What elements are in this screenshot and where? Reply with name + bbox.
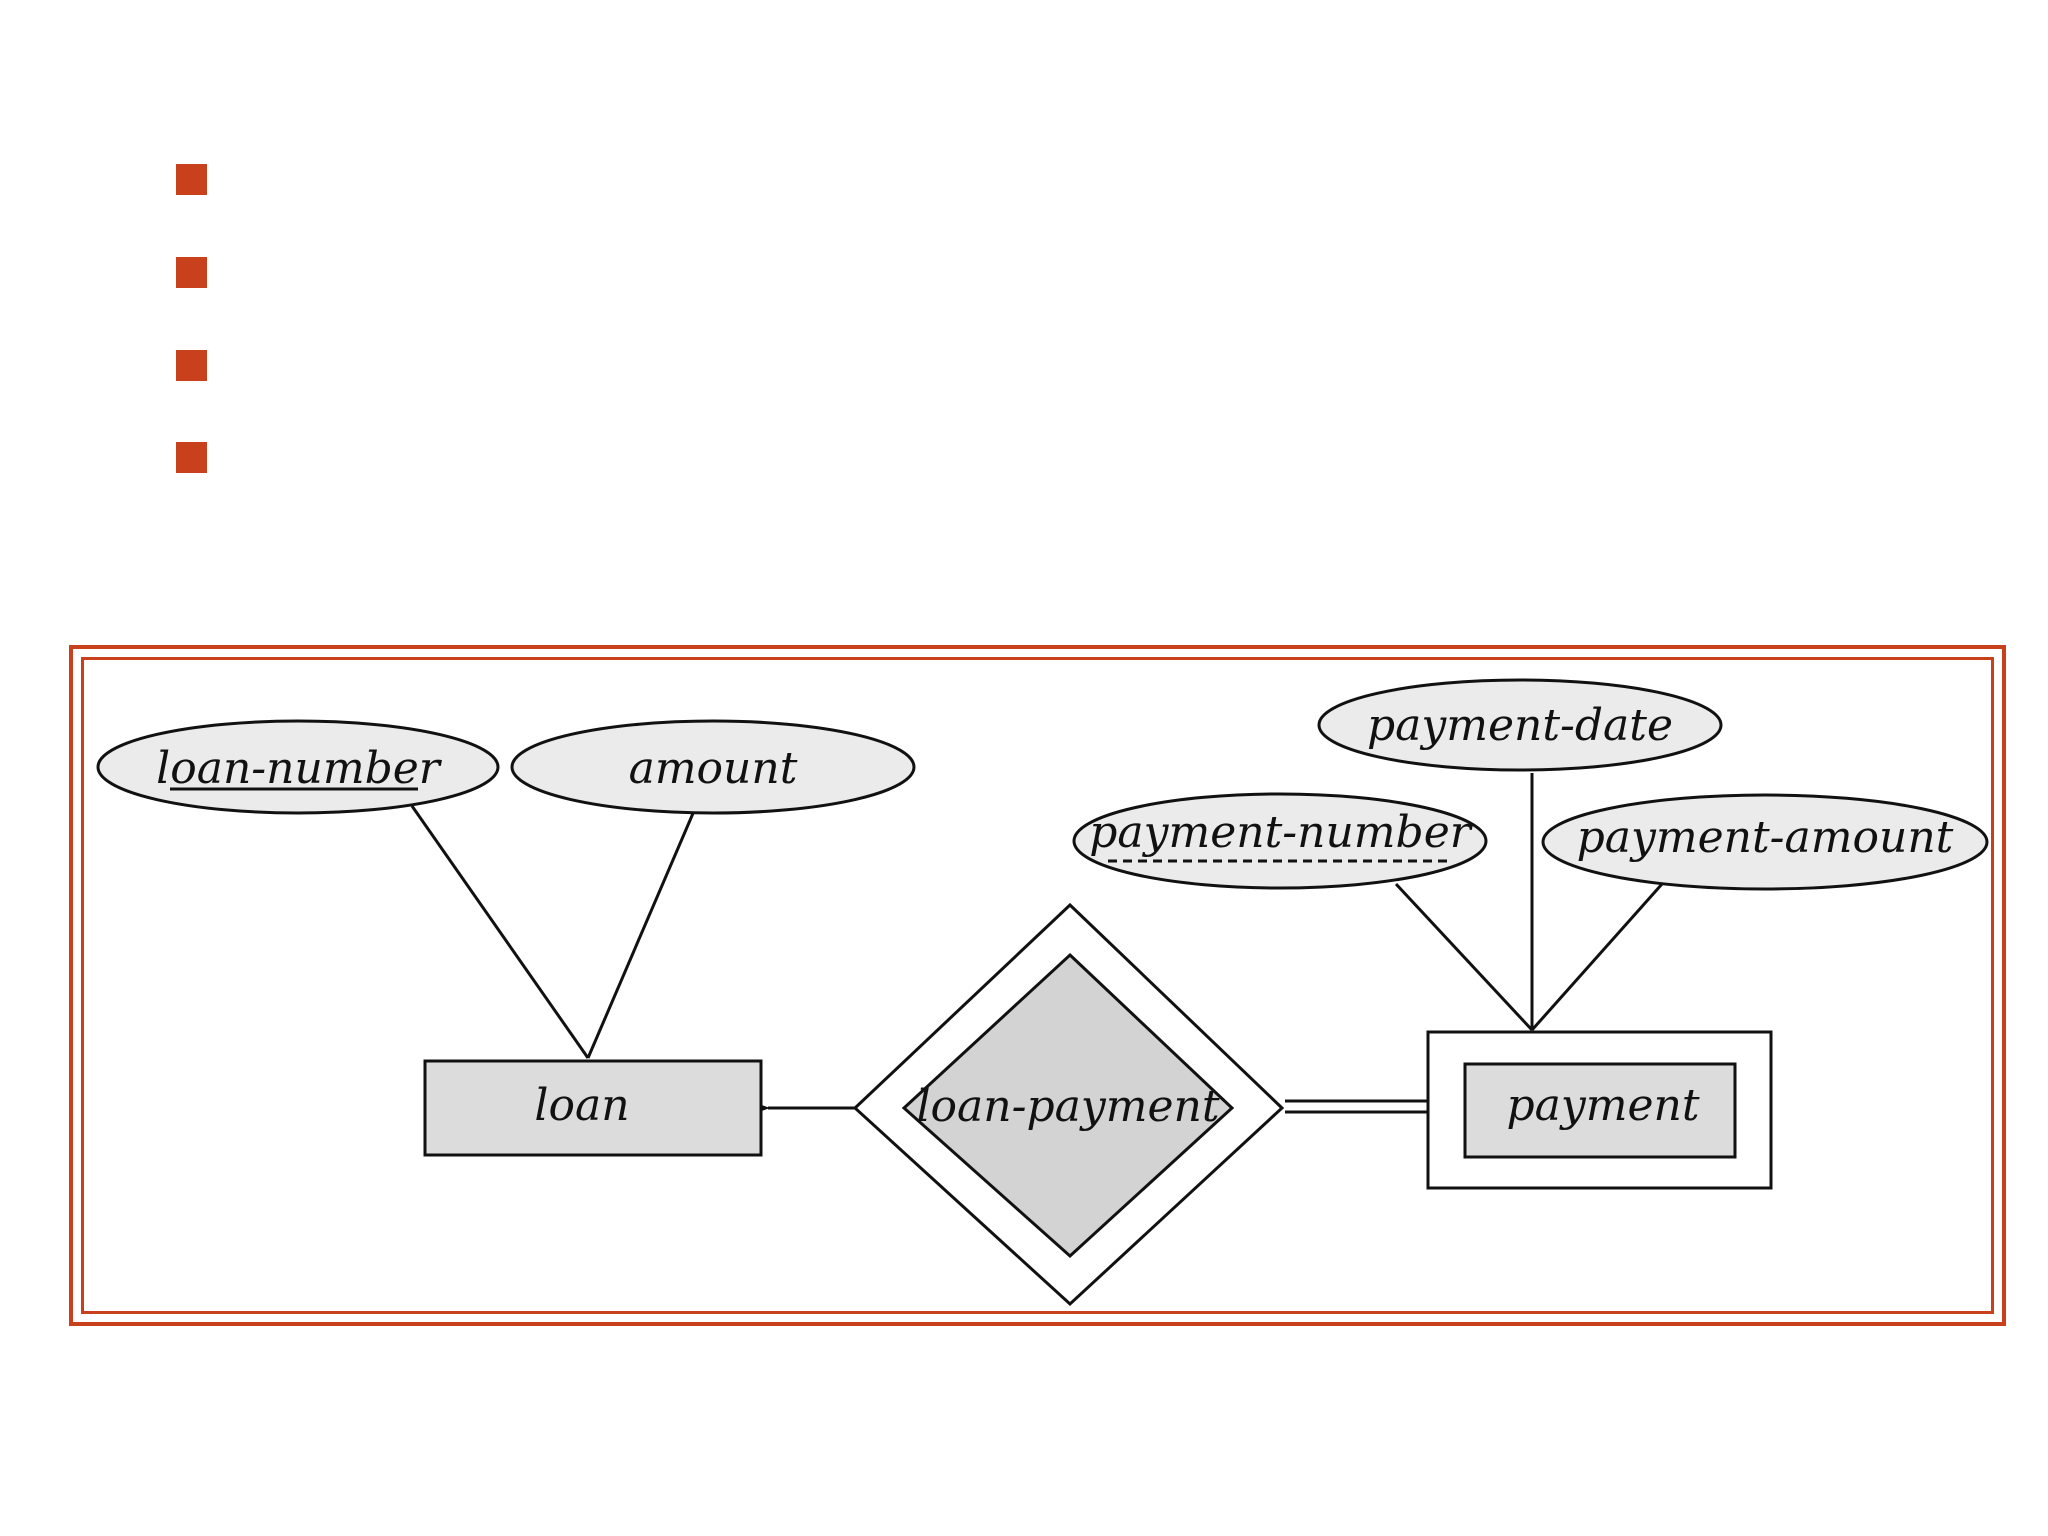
attribute-payment-number-label: payment-number xyxy=(1089,807,1474,858)
relationship-loan-payment xyxy=(901,952,1235,1259)
diagram-frame-inner xyxy=(81,657,1994,1314)
attribute-loan-number-label: loan-number xyxy=(156,743,443,794)
connector-amount-loan xyxy=(586,810,696,1059)
relationship-loan-payment-label: loan-payment xyxy=(916,1081,1219,1132)
bullet-marker-2 xyxy=(176,257,207,288)
diagram-frame xyxy=(69,645,2006,1326)
attribute-payment-number xyxy=(1072,792,1488,890)
bullet-marker-1 xyxy=(176,164,207,195)
connector-payment-amount-payment xyxy=(1530,883,1664,1031)
attribute-amount xyxy=(510,719,916,815)
entity-payment xyxy=(1463,1062,1737,1159)
attribute-payment-amount-label: payment-amount xyxy=(1577,812,1954,863)
attribute-payment-amount xyxy=(1541,793,1989,891)
attribute-amount-label: amount xyxy=(629,743,798,794)
bullet-marker-4 xyxy=(176,442,207,473)
entity-loan-label: loan xyxy=(534,1080,629,1131)
entity-loan xyxy=(423,1059,763,1157)
connector-loan-number-loan xyxy=(410,805,590,1059)
bullet-marker-3 xyxy=(176,350,207,381)
attribute-payment-date-label: payment-date xyxy=(1367,700,1673,751)
connector-payment-number-payment xyxy=(1394,882,1534,1032)
attribute-payment-date xyxy=(1317,678,1723,772)
entity-payment-label: payment xyxy=(1506,1080,1699,1131)
